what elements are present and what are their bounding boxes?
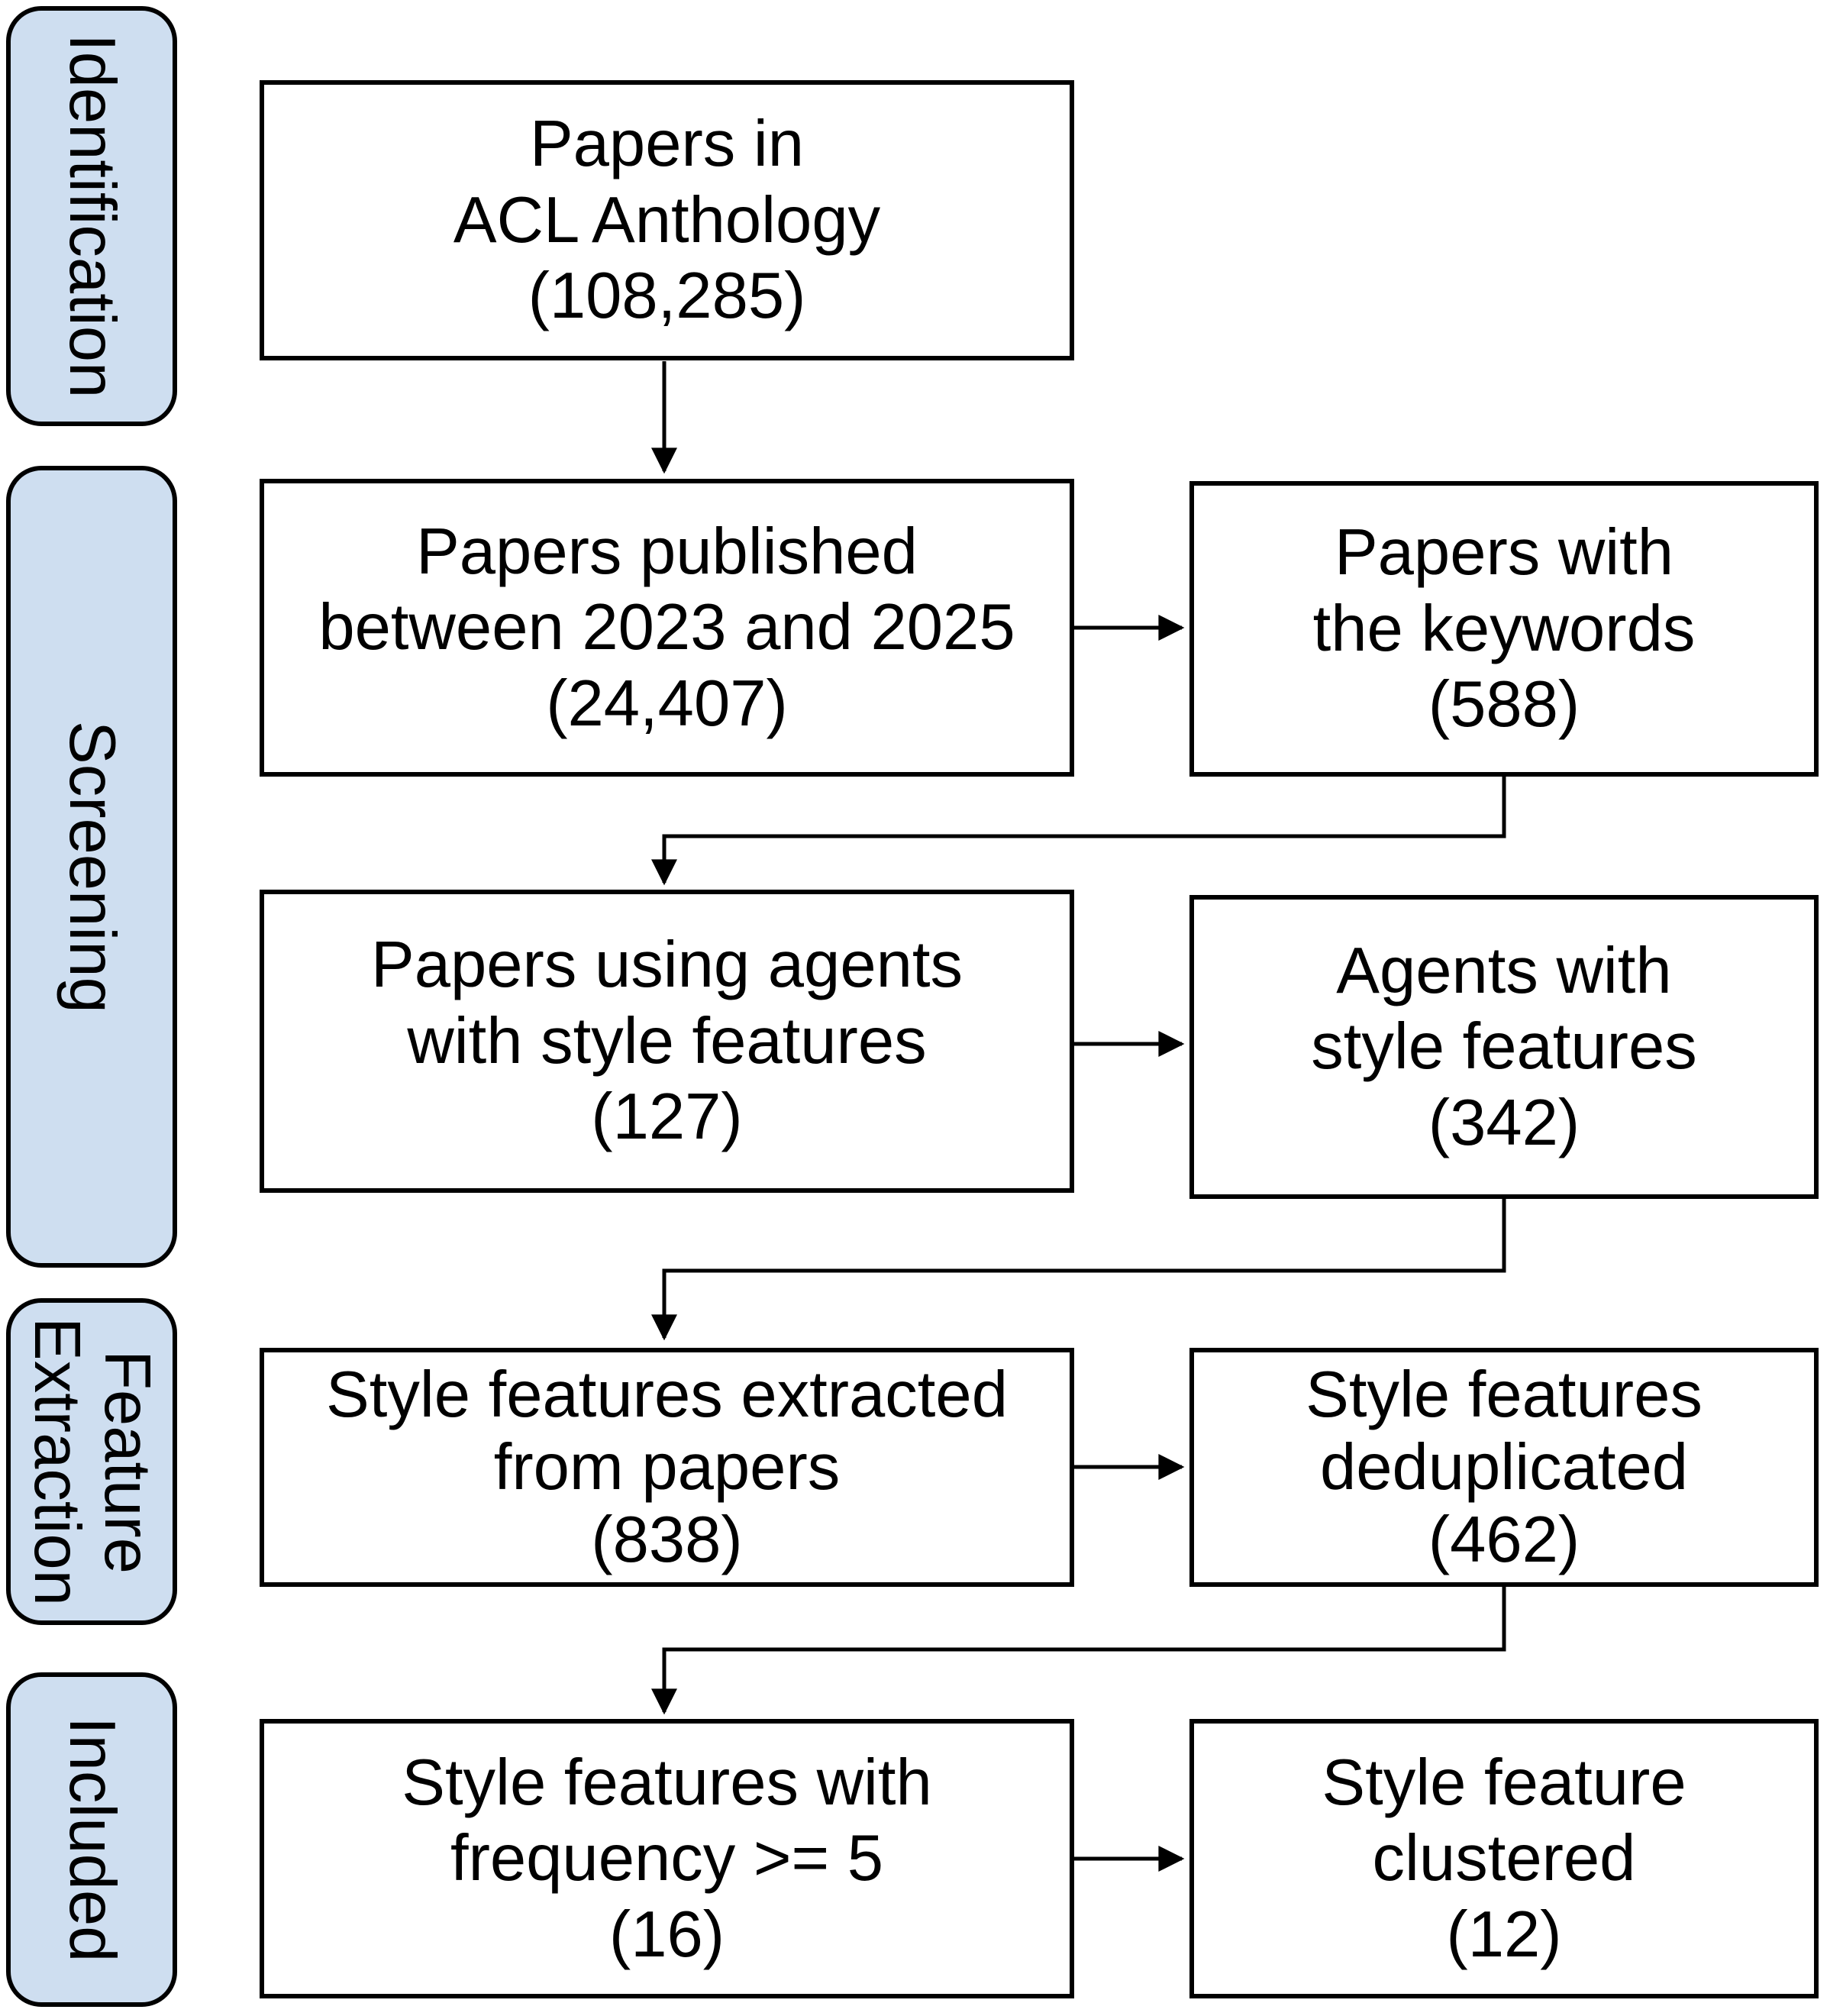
box-line: with style features — [407, 1004, 927, 1077]
arrow-agents-to-features-extracted — [651, 1199, 1506, 1341]
box-line: Agents with — [1336, 934, 1672, 1007]
box-style-features-extracted: Style features extracted from papers (83… — [260, 1348, 1074, 1587]
box-line: Style features extracted — [326, 1358, 1008, 1431]
box-line: (24,407) — [546, 667, 788, 740]
box-line: style features — [1311, 1010, 1697, 1084]
box-line: between 2023 and 2025 — [318, 591, 1015, 664]
box-line: ACL Anthology — [453, 183, 881, 257]
box-line: (12) — [1446, 1898, 1562, 1971]
box-line: frequency >= 5 — [450, 1822, 884, 1895]
stage-label-text: Screening — [55, 720, 128, 1013]
box-line: Style features with — [402, 1746, 932, 1819]
box-papers-published-2023-2025: Papers published between 2023 and 2025 (… — [260, 479, 1074, 777]
box-line: deduplicated — [1319, 1430, 1689, 1504]
box-style-features-frequency: Style features with frequency >= 5 (16) — [260, 1719, 1074, 1998]
box-agents-with-style-features: Agents with style features (342) — [1189, 895, 1819, 1199]
box-papers-in-acl-anthology: Papers in ACL Anthology (108,285) — [260, 80, 1074, 360]
box-line: (127) — [591, 1081, 743, 1154]
stage-label-feature-extraction: Feature Extraction — [6, 1298, 177, 1625]
box-line: (108,285) — [528, 260, 806, 333]
stage-label-text: Included — [55, 1717, 128, 1963]
box-line: Papers in — [529, 108, 805, 181]
box-line: the keywords — [1312, 592, 1696, 665]
box-papers-with-keywords: Papers with the keywords (588) — [1189, 481, 1819, 777]
box-line: (16) — [608, 1898, 725, 1971]
box-line: (588) — [1428, 668, 1580, 741]
box-line: (462) — [1428, 1504, 1580, 1577]
stage-label-text: Identification — [55, 34, 128, 399]
arrow-keywords-to-papers-using-agents — [651, 777, 1506, 886]
arrow-deduplicated-to-frequency — [651, 1587, 1506, 1715]
box-papers-using-agents: Papers using agents with style features … — [260, 890, 1074, 1193]
stage-label-included: Included — [6, 1672, 177, 2007]
box-style-feature-clustered: Style feature clustered (12) — [1189, 1719, 1819, 1998]
box-line: Papers published — [416, 515, 918, 588]
box-line: (838) — [591, 1504, 743, 1577]
stage-label-identification: Identification — [6, 6, 177, 426]
box-line: clustered — [1372, 1822, 1636, 1895]
stage-label-text: Feature Extraction — [21, 1317, 163, 1606]
stage-label-screening: Screening — [6, 466, 177, 1268]
box-line: Papers using agents — [371, 929, 963, 1002]
box-line: (342) — [1428, 1086, 1580, 1159]
box-line: Style features — [1306, 1358, 1703, 1431]
box-line: Style feature — [1322, 1746, 1686, 1819]
box-line: from papers — [493, 1430, 841, 1504]
box-style-features-deduplicated: Style features deduplicated (462) — [1189, 1348, 1819, 1587]
box-line: Papers with — [1334, 516, 1674, 590]
